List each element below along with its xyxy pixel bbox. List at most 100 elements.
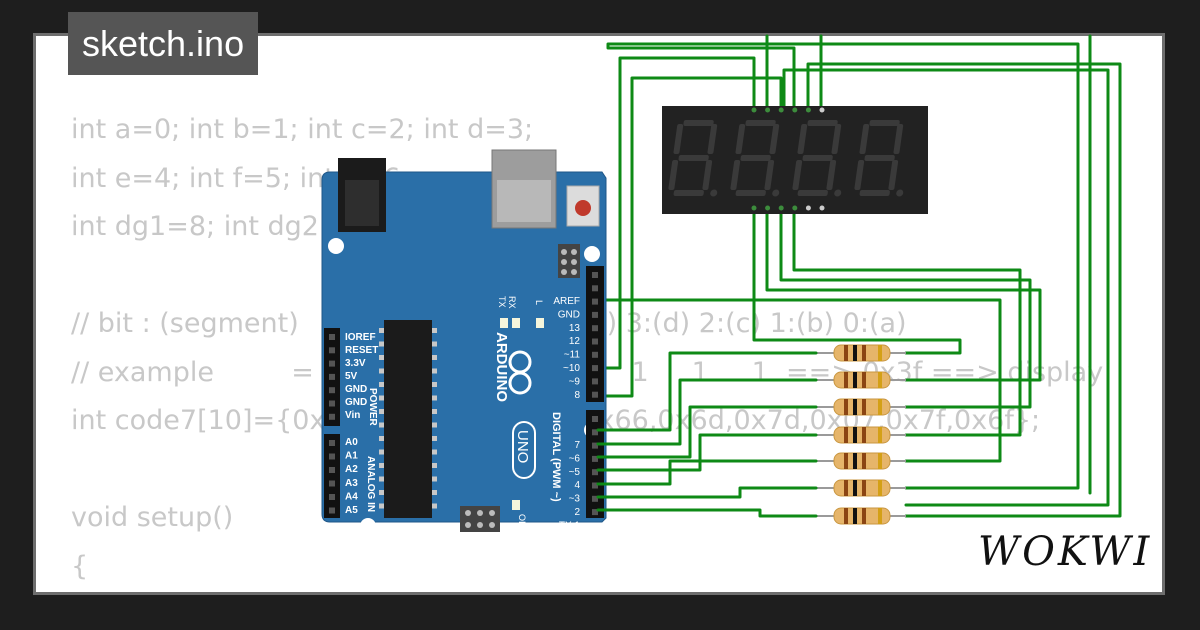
- resistor[interactable]: [816, 452, 906, 470]
- digital-section-title: DIGITAL (PWM ~): [550, 412, 562, 502]
- decimal-point: [772, 189, 780, 197]
- chip-pin: [432, 328, 437, 333]
- digital-pin-label: 13: [569, 323, 581, 334]
- atmega-chip: [384, 320, 432, 518]
- resistor-band: [853, 480, 857, 496]
- resistor[interactable]: [816, 479, 906, 497]
- resistor-band: [853, 345, 857, 361]
- resistor-band: [844, 372, 848, 388]
- display-pin: [792, 205, 798, 211]
- segment: [807, 120, 838, 126]
- sketch-filename-tab[interactable]: sketch.ino: [68, 12, 259, 75]
- seven-segment-display[interactable]: [662, 106, 928, 214]
- header-pin: [329, 400, 335, 407]
- power-pin-label: GND: [345, 384, 367, 395]
- resistor-band: [853, 508, 857, 524]
- resistor-band: [844, 480, 848, 496]
- chip-pin: [379, 368, 384, 374]
- chip-pin: [379, 409, 384, 414]
- segment: [802, 155, 833, 161]
- icsp-header-top: [558, 244, 580, 278]
- chip-pins: [379, 328, 437, 509]
- wires-front: [596, 351, 818, 518]
- display-pin: [765, 205, 771, 211]
- wokwi-logo: WOKWI: [978, 529, 1153, 575]
- chip-pin: [379, 503, 384, 509]
- resistor[interactable]: [816, 344, 906, 362]
- wire: [792, 206, 1022, 437]
- decimal-point: [834, 189, 842, 197]
- arduino-brand-text: ARDUINO: [493, 332, 510, 402]
- resistor-band: [878, 480, 882, 496]
- digital-pin-label: 2: [574, 507, 580, 518]
- analog-pin-label: A0: [345, 437, 358, 448]
- resistor-band: [862, 508, 866, 524]
- digital-pin-label: 4: [574, 480, 580, 491]
- header-pin: [592, 469, 598, 476]
- resistor-band: [853, 453, 857, 469]
- digital-pin-label: 8: [574, 390, 580, 401]
- chip-pin: [379, 463, 384, 468]
- power-pin-label: RESET: [345, 345, 378, 356]
- resistor[interactable]: [816, 398, 906, 416]
- segment: [864, 155, 895, 161]
- chip-pin: [379, 476, 384, 482]
- header-pin: [329, 453, 335, 460]
- wire: [596, 459, 818, 486]
- power-pin-label: 5V: [345, 371, 358, 382]
- analog-section-title: ANALOG IN: [365, 456, 376, 512]
- decimal-point: [710, 189, 718, 197]
- chip-pin: [379, 328, 384, 333]
- header-pin: [592, 429, 598, 436]
- uno-badge: [512, 421, 536, 479]
- digital-pin-label: RX 0: [558, 534, 581, 545]
- display-pin: [751, 205, 757, 211]
- wire: [596, 351, 818, 432]
- chip-pin: [432, 355, 437, 360]
- header-pins: [329, 272, 598, 516]
- segment: [764, 160, 775, 190]
- header-pin: [329, 494, 335, 500]
- segment: [869, 120, 900, 126]
- header-pin: [592, 311, 598, 318]
- resistor[interactable]: [816, 426, 906, 444]
- segment: [792, 160, 803, 190]
- resistor[interactable]: [816, 371, 906, 389]
- chip-pin: [432, 368, 437, 374]
- segment: [797, 190, 828, 196]
- resistor[interactable]: [816, 507, 906, 525]
- digital-pin-label: 7: [574, 440, 580, 451]
- segment: [702, 160, 713, 190]
- mounting-hole: [360, 518, 376, 534]
- wires-back: [596, 34, 1122, 518]
- wire: [765, 206, 1042, 382]
- display-digits: [668, 120, 904, 197]
- wire: [600, 298, 1002, 463]
- chip-pin: [379, 355, 384, 360]
- power-section-title: POWER: [367, 388, 378, 427]
- display-pin: [765, 107, 771, 113]
- resistor-band: [853, 372, 857, 388]
- display-pin: [792, 107, 798, 113]
- segment: [735, 190, 766, 196]
- uno-model-text: UNO: [514, 430, 531, 463]
- digit: [792, 120, 842, 197]
- analog-pin-label: A1: [345, 451, 358, 462]
- resistor-band: [862, 399, 866, 415]
- resistor-band: [878, 453, 882, 469]
- resistor-array[interactable]: [816, 344, 906, 525]
- header-pin: [329, 347, 335, 354]
- chip-pin: [432, 476, 437, 482]
- display-pin: [819, 107, 825, 113]
- header-pin: [592, 416, 598, 422]
- header-pin: [592, 365, 598, 372]
- reset-button[interactable]: [575, 200, 591, 216]
- header-pin: [329, 440, 335, 446]
- wire: [779, 206, 1032, 409]
- power-jack-inner: [345, 180, 379, 226]
- digital-pin-label: 12: [569, 336, 581, 347]
- display-pins-bottom: [751, 205, 825, 211]
- header-pin: [592, 272, 598, 278]
- header-pin: [329, 480, 335, 487]
